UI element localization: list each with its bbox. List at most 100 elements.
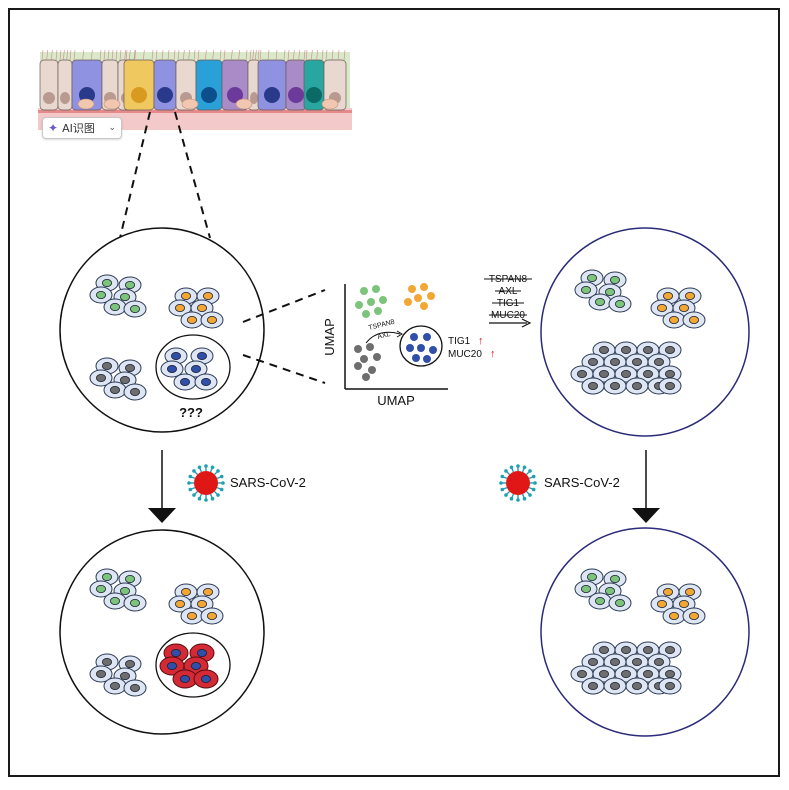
cell [89, 665, 113, 683]
umap-point-green [374, 307, 382, 315]
cell [614, 665, 638, 683]
cell [103, 381, 127, 399]
umap-point-grey [373, 353, 381, 361]
cilium [107, 49, 110, 61]
cell-nucleus [643, 670, 654, 679]
virus-spike-tip [219, 487, 224, 492]
virus-spike-tip [204, 498, 208, 502]
cell-nucleus [96, 670, 107, 679]
cell [658, 677, 682, 695]
cell [662, 311, 686, 329]
airway-circle-bottom-right [540, 527, 750, 737]
cell [625, 653, 649, 671]
cell-nucleus [96, 290, 107, 299]
umap-point-grey [360, 355, 368, 363]
cell-nucleus [120, 292, 131, 301]
cell-nucleus [196, 600, 207, 609]
cell-nucleus [125, 660, 136, 669]
cell [200, 607, 224, 625]
transition-arrow-path [365, 331, 401, 344]
cell-nucleus [632, 381, 643, 390]
virus-spike-tip [210, 496, 215, 501]
unknown-cluster-outline [155, 334, 231, 400]
cilium [129, 49, 131, 61]
virus-spike-tip [221, 481, 225, 485]
cell-nucleus [654, 658, 665, 667]
marker-tig1: TIG1 [448, 336, 471, 347]
cell [172, 669, 198, 689]
umap-x-label: UMAP [377, 393, 415, 408]
ai-recognize-label: AI识图 [62, 122, 95, 135]
cell-nucleus [179, 675, 190, 684]
cell-nucleus [632, 682, 643, 691]
cilium [99, 49, 102, 61]
cell-nucleus [166, 364, 177, 373]
cell [658, 641, 682, 659]
epithelial-nucleus [288, 87, 304, 103]
umap-point-blue [429, 346, 437, 354]
cell-nucleus [621, 369, 632, 378]
cilium [103, 49, 106, 61]
knockout-genes: TSPAN8 AXL TIG1 MUC20 [484, 274, 532, 321]
cilium [283, 49, 286, 61]
epithelial-nucleus [157, 87, 173, 103]
cell-nucleus [621, 646, 632, 655]
cell [614, 341, 638, 359]
cilium [321, 49, 324, 61]
virus-body [194, 471, 218, 495]
basal-cell [235, 98, 253, 110]
infected-cluster-outline [155, 632, 231, 698]
cell-nucleus [166, 662, 177, 671]
cell-nucleus [196, 649, 207, 658]
cell-nucleus [689, 612, 700, 621]
cell-nucleus [665, 345, 676, 354]
cell [180, 607, 204, 625]
cell-nucleus [588, 381, 599, 390]
cell-nucleus [186, 315, 197, 324]
cell-nucleus [663, 291, 674, 300]
cell-nucleus [120, 587, 131, 596]
airway-circle-top-left [59, 227, 265, 433]
umap-point-grey [368, 366, 376, 374]
cell [581, 353, 605, 371]
cell [123, 594, 147, 612]
cell [164, 347, 188, 365]
cell [180, 311, 204, 329]
zoom-line-right [174, 111, 211, 239]
cell-nucleus [202, 291, 213, 300]
virus-spike-tip [504, 469, 508, 473]
cell [184, 360, 208, 378]
virus-spike-tip [210, 465, 215, 470]
ai-recognize-button[interactable]: ✦ AI识图 ⌄ [42, 117, 122, 139]
cilium [41, 49, 44, 61]
cell [658, 365, 682, 383]
virus-spike-tip [197, 465, 202, 470]
cilium [231, 49, 233, 61]
umap-point-blue [406, 344, 414, 352]
down-arrow-left-head [148, 508, 176, 523]
cell-nucleus [657, 600, 668, 609]
cell-nucleus [588, 682, 599, 691]
cell-nucleus [120, 375, 131, 384]
cilium [124, 49, 126, 61]
cell-nucleus [129, 599, 140, 608]
cell-nucleus [196, 351, 207, 360]
knockout-arrowhead [521, 318, 532, 328]
chevron-down-icon: ⌄ [108, 123, 116, 133]
cilium [177, 49, 180, 61]
cell [672, 595, 696, 613]
cell-nucleus [595, 597, 606, 606]
sparkle-icon: ✦ [48, 121, 59, 135]
cell-nucleus [200, 675, 211, 684]
virus-spike-tip [192, 469, 196, 473]
upregulated-arrow-icon: ↑ [490, 348, 496, 360]
cilium [245, 49, 248, 61]
cell [196, 287, 220, 305]
umap-point-blue [423, 333, 431, 341]
cell-nucleus [200, 377, 211, 386]
cell [160, 360, 184, 378]
cell-nucleus [186, 612, 197, 621]
cilium [223, 49, 226, 61]
cilium [188, 49, 190, 61]
